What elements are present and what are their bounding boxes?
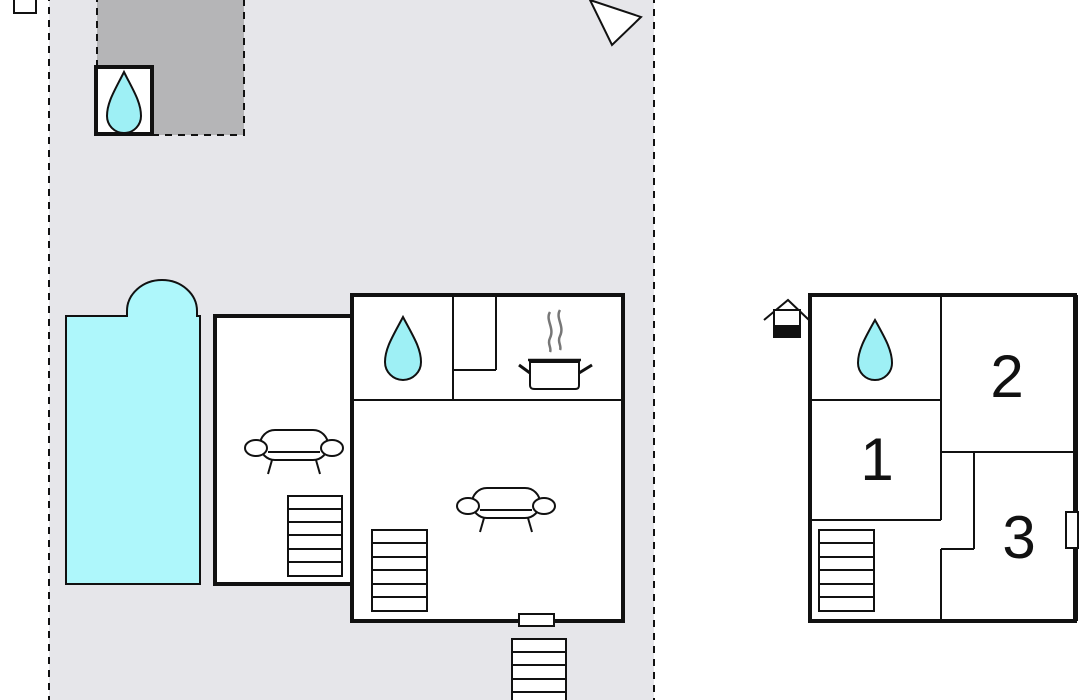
swimming-pool [65,279,201,585]
outdoor-shower [94,65,154,136]
north-arrow-icon [588,0,643,47]
room-label-3: 3 [1002,504,1035,571]
staircase-icon [287,495,343,577]
staircase-icon [511,638,567,700]
room-label-1: 1 [860,426,893,493]
water-drop-icon [856,317,894,381]
entrance-door-icon [518,613,555,627]
cooking-pot-icon [518,309,593,390]
water-drop-icon [383,314,423,381]
staircase-icon [371,529,428,612]
staircase-icon [818,529,875,612]
upper-floor-house-icon [763,298,810,338]
room-label-2: 2 [990,343,1023,410]
boundary-marker [13,0,37,14]
water-drop-icon [105,69,143,134]
